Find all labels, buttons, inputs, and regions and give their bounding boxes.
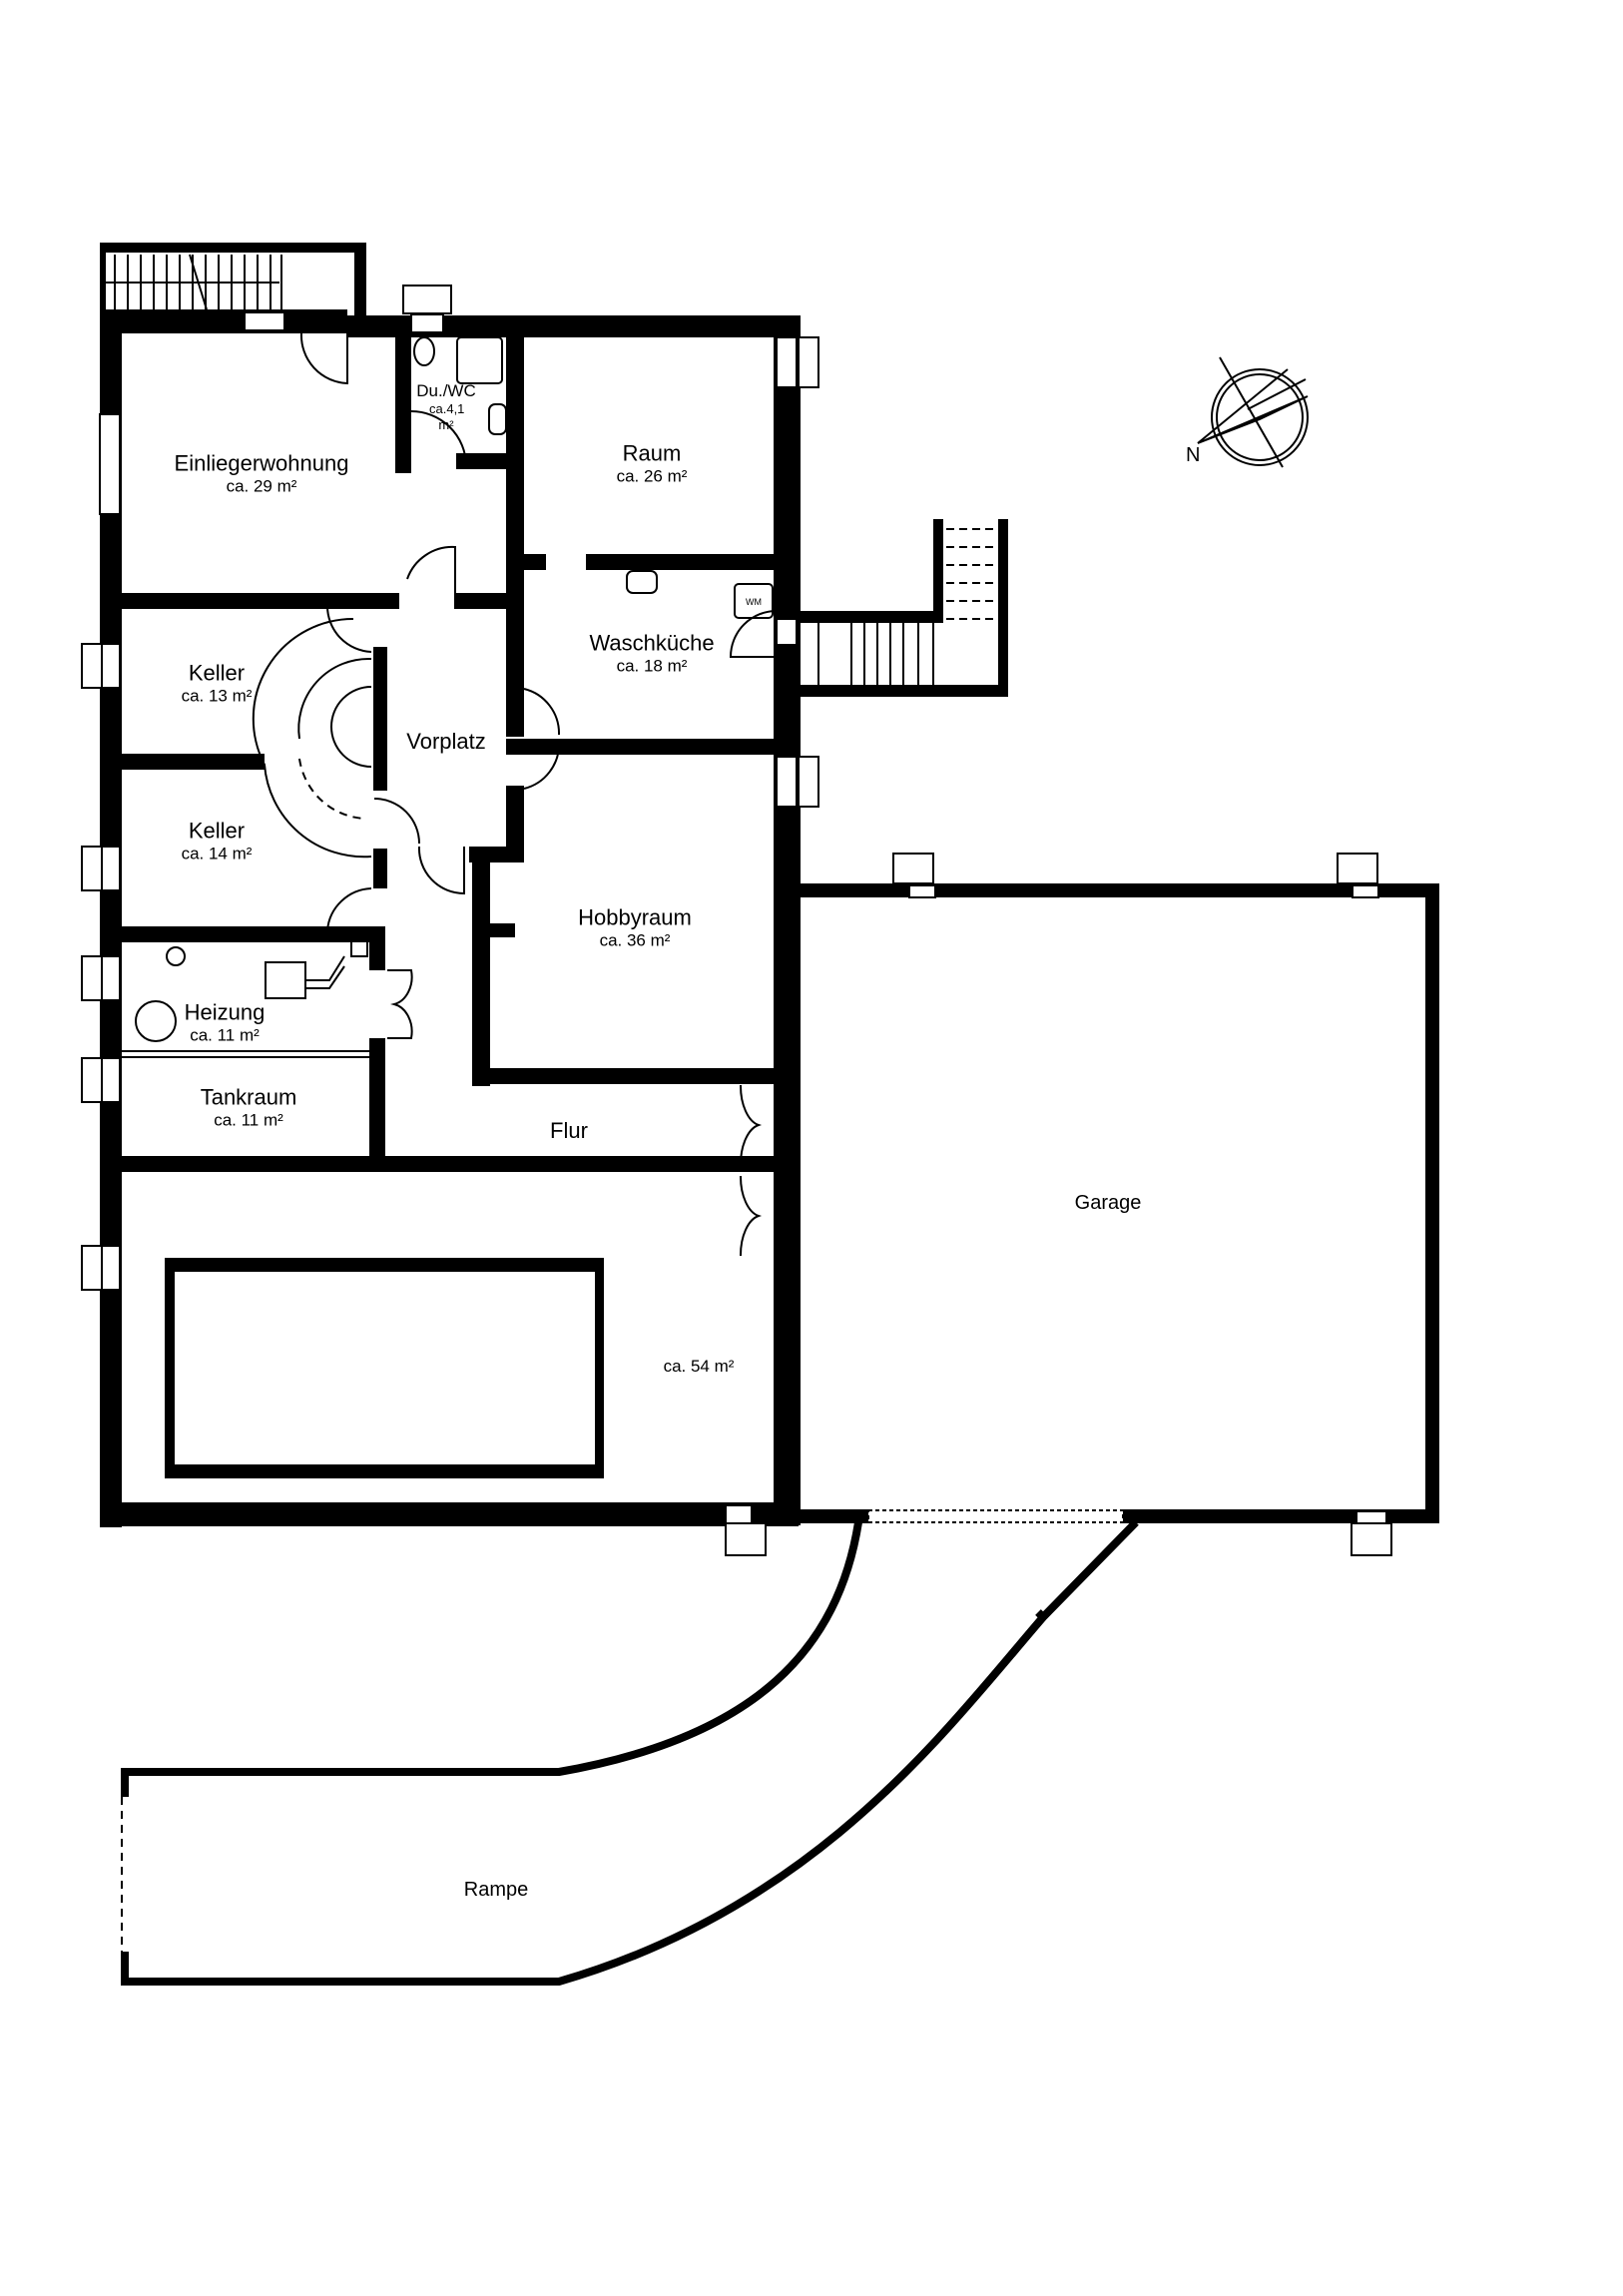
windows bbox=[81, 285, 1392, 1556]
compass-north-label: N bbox=[1186, 444, 1201, 466]
room-heizung: Heizung ca. 11 m² bbox=[185, 1000, 266, 1047]
room-name: Flur bbox=[550, 1117, 588, 1143]
room-du-wc: Du./WC ca.4,1 m² bbox=[416, 381, 476, 433]
wm-label: WM bbox=[746, 597, 762, 607]
room-area: ca. 29 m² bbox=[226, 477, 297, 496]
room-tankraum: Tankraum ca. 11 m² bbox=[201, 1085, 297, 1132]
room-name: Raum bbox=[622, 440, 682, 466]
room-name: Hobbyraum bbox=[578, 904, 692, 930]
room-name: Du./WC bbox=[416, 381, 476, 401]
room-waschkueche: Waschküche ca. 18 m² bbox=[589, 631, 714, 678]
room-pool-room: ca. 54 m² bbox=[664, 1357, 735, 1377]
room-name: Vorplatz bbox=[406, 728, 486, 754]
room-name: Heizung bbox=[184, 999, 266, 1025]
room-name: Keller bbox=[188, 818, 246, 844]
room-name: Garage bbox=[1074, 1192, 1142, 1214]
room-rampe: Rampe bbox=[464, 1878, 528, 1902]
stairs bbox=[106, 254, 998, 859]
room-area: ca. 54 m² bbox=[663, 1356, 735, 1376]
room-area: ca. 11 m² bbox=[214, 1111, 283, 1130]
room-area: ca. 18 m² bbox=[616, 657, 688, 676]
room-name: Keller bbox=[188, 660, 246, 686]
fixtures bbox=[122, 336, 774, 1058]
room-flur: Flur bbox=[550, 1118, 588, 1144]
room-area: ca. 14 m² bbox=[181, 845, 253, 863]
room-area: ca. 13 m² bbox=[181, 687, 253, 706]
room-vorplatz: Vorplatz bbox=[406, 729, 486, 755]
walls bbox=[100, 243, 1439, 1527]
room-area: ca. 36 m² bbox=[599, 931, 671, 950]
room-garage: Garage bbox=[1075, 1191, 1142, 1215]
room-hobbyraum: Hobbyraum ca. 36 m² bbox=[578, 905, 692, 952]
room-name: Einliegerwohnung bbox=[174, 450, 349, 476]
compass-icon bbox=[1197, 356, 1309, 468]
room-keller-2: Keller ca. 14 m² bbox=[182, 819, 253, 865]
room-area: ca. 11 m² bbox=[190, 1026, 260, 1045]
room-raum: Raum ca. 26 m² bbox=[617, 441, 688, 488]
room-name: Rampe bbox=[463, 1879, 529, 1901]
room-name: Waschküche bbox=[589, 630, 715, 656]
room-area: ca.4,1 m² bbox=[429, 401, 465, 433]
room-area: ca. 26 m² bbox=[616, 467, 688, 486]
rampe-outline bbox=[121, 1519, 1139, 1986]
room-einliegerwohnung: Einliegerwohnung ca. 29 m² bbox=[175, 451, 349, 498]
doors bbox=[299, 332, 778, 1257]
room-name: Tankraum bbox=[200, 1084, 297, 1110]
room-keller-1: Keller ca. 13 m² bbox=[182, 661, 253, 708]
